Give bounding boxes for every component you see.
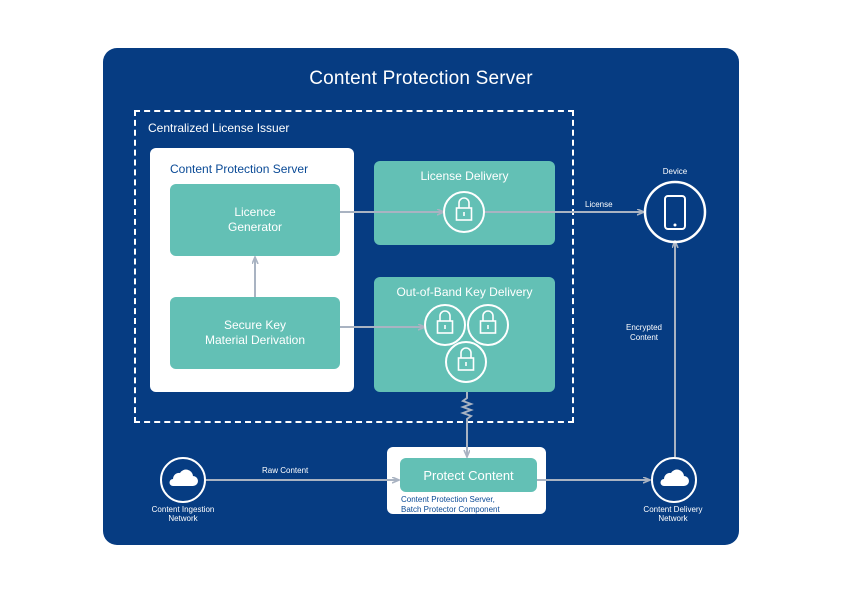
edge-label-raw-content: Raw Content bbox=[262, 466, 309, 475]
edge-label-license: License bbox=[585, 200, 613, 209]
content-delivery-label: Content Delivery Network bbox=[643, 505, 703, 523]
lock-icon bbox=[443, 191, 485, 233]
protect-content-node: Protect Content bbox=[400, 458, 537, 492]
centralized-license-issuer-group bbox=[134, 110, 574, 423]
secure-key-label: Secure Key Material Derivation bbox=[204, 318, 306, 347]
licence-generator-label: Licence Generator bbox=[227, 205, 283, 234]
issuer-label: Centralized License Issuer bbox=[148, 121, 290, 135]
protect-caption: Content Protection Server, Batch Protect… bbox=[401, 495, 500, 514]
lock-icon bbox=[445, 341, 487, 383]
lock-icon bbox=[467, 304, 509, 346]
device-phone-icon bbox=[643, 180, 707, 244]
cloud-icon bbox=[160, 457, 206, 503]
oob-key-delivery-node: Out-of-Band Key Delivery bbox=[374, 277, 555, 392]
device-label: Device bbox=[662, 167, 688, 176]
edge-oob-to-protect-zigzag bbox=[460, 392, 474, 456]
cps-panel-label: Content Protection Server bbox=[170, 162, 309, 176]
protect-content-label: Protect Content bbox=[423, 467, 514, 483]
secure-key-node: Secure Key Material Derivation bbox=[170, 297, 340, 369]
diagram-title: Content Protection Server bbox=[309, 68, 533, 89]
cloud-icon bbox=[651, 457, 697, 503]
lock-icon bbox=[424, 304, 466, 346]
content-ingestion-label: Content Ingestion Network bbox=[151, 505, 215, 523]
licence-generator-node: Licence Generator bbox=[170, 184, 340, 256]
edge-label-encrypted-content: Encrypted Content bbox=[625, 323, 663, 342]
license-delivery-label: License Delivery bbox=[420, 169, 509, 183]
oob-delivery-label: Out-of-Band Key Delivery bbox=[396, 285, 533, 299]
